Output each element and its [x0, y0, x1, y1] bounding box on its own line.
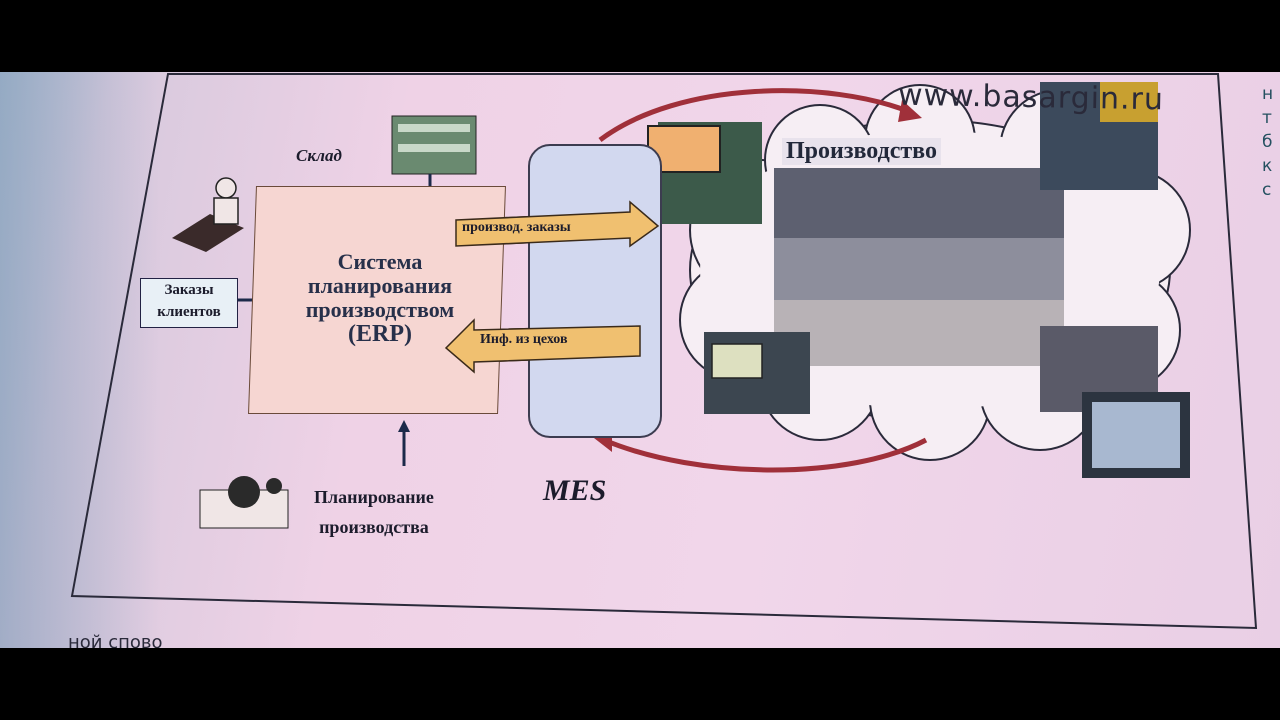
- planning-arrow-head: [398, 420, 410, 432]
- side-letter: б: [1262, 132, 1273, 152]
- production-planning-line-2: производства: [319, 517, 429, 537]
- cycle-arrow-bottom: [603, 437, 928, 473]
- customer-clipart: [172, 177, 244, 252]
- erp-line-3: производством: [305, 297, 455, 322]
- warehouse-label: Склад: [296, 146, 342, 165]
- letterbox-top: [0, 0, 1280, 72]
- side-letter: с: [1262, 180, 1272, 200]
- monitor-screen: [1092, 402, 1180, 468]
- arrow-to-mes-overlay: [455, 200, 660, 248]
- planner-clipart: [199, 476, 289, 529]
- side-text-fragment: н т б к с: [1262, 82, 1280, 202]
- production-planning-line-1: Планирование: [314, 487, 434, 507]
- warehouse-photo-shelves-2: [398, 144, 470, 152]
- letterbox-bottom: [0, 648, 1280, 720]
- side-letter: к: [1262, 156, 1273, 176]
- figure-frame: [70, 73, 1258, 630]
- side-letter: т: [1262, 108, 1272, 128]
- factory-photo-main-ceiling: [774, 168, 1064, 238]
- customer-orders-line-1: Заказы: [164, 282, 214, 298]
- cycle-arrow-top: [598, 88, 911, 143]
- bottom-text-fragment: ной спово: [68, 632, 163, 653]
- erp-label: Система планирования производством (ERP): [262, 249, 498, 347]
- warehouse-photo-shelves: [398, 124, 470, 132]
- factory-photo-main-floor: [774, 300, 1064, 366]
- watermark: www.basargin.ru: [897, 77, 1165, 118]
- production-planning-label: Планирование производства: [314, 482, 434, 542]
- erp-abbreviation: (ERP): [348, 321, 412, 347]
- customer-orders-box: Заказы клиентов: [140, 278, 238, 328]
- arrow-to-mes-label: производ. заказы: [462, 220, 571, 235]
- side-letter: н: [1262, 84, 1274, 104]
- customer-orders-line-2: клиентов: [157, 304, 221, 320]
- arrow-from-mes-overlay: [444, 318, 641, 374]
- erp-line-1: Система: [337, 249, 423, 274]
- erp-line-2: планирования: [307, 273, 453, 298]
- production-label: Производство: [782, 138, 941, 165]
- machine-screen: [711, 343, 763, 379]
- mes-label: MES: [543, 474, 607, 507]
- cycle-arrow-top-head: [898, 100, 922, 122]
- factory-photo-worker-highlight: [1100, 82, 1158, 122]
- arrow-from-mes-label: Инф. из цехов: [480, 332, 568, 347]
- mes-panel: [528, 144, 662, 438]
